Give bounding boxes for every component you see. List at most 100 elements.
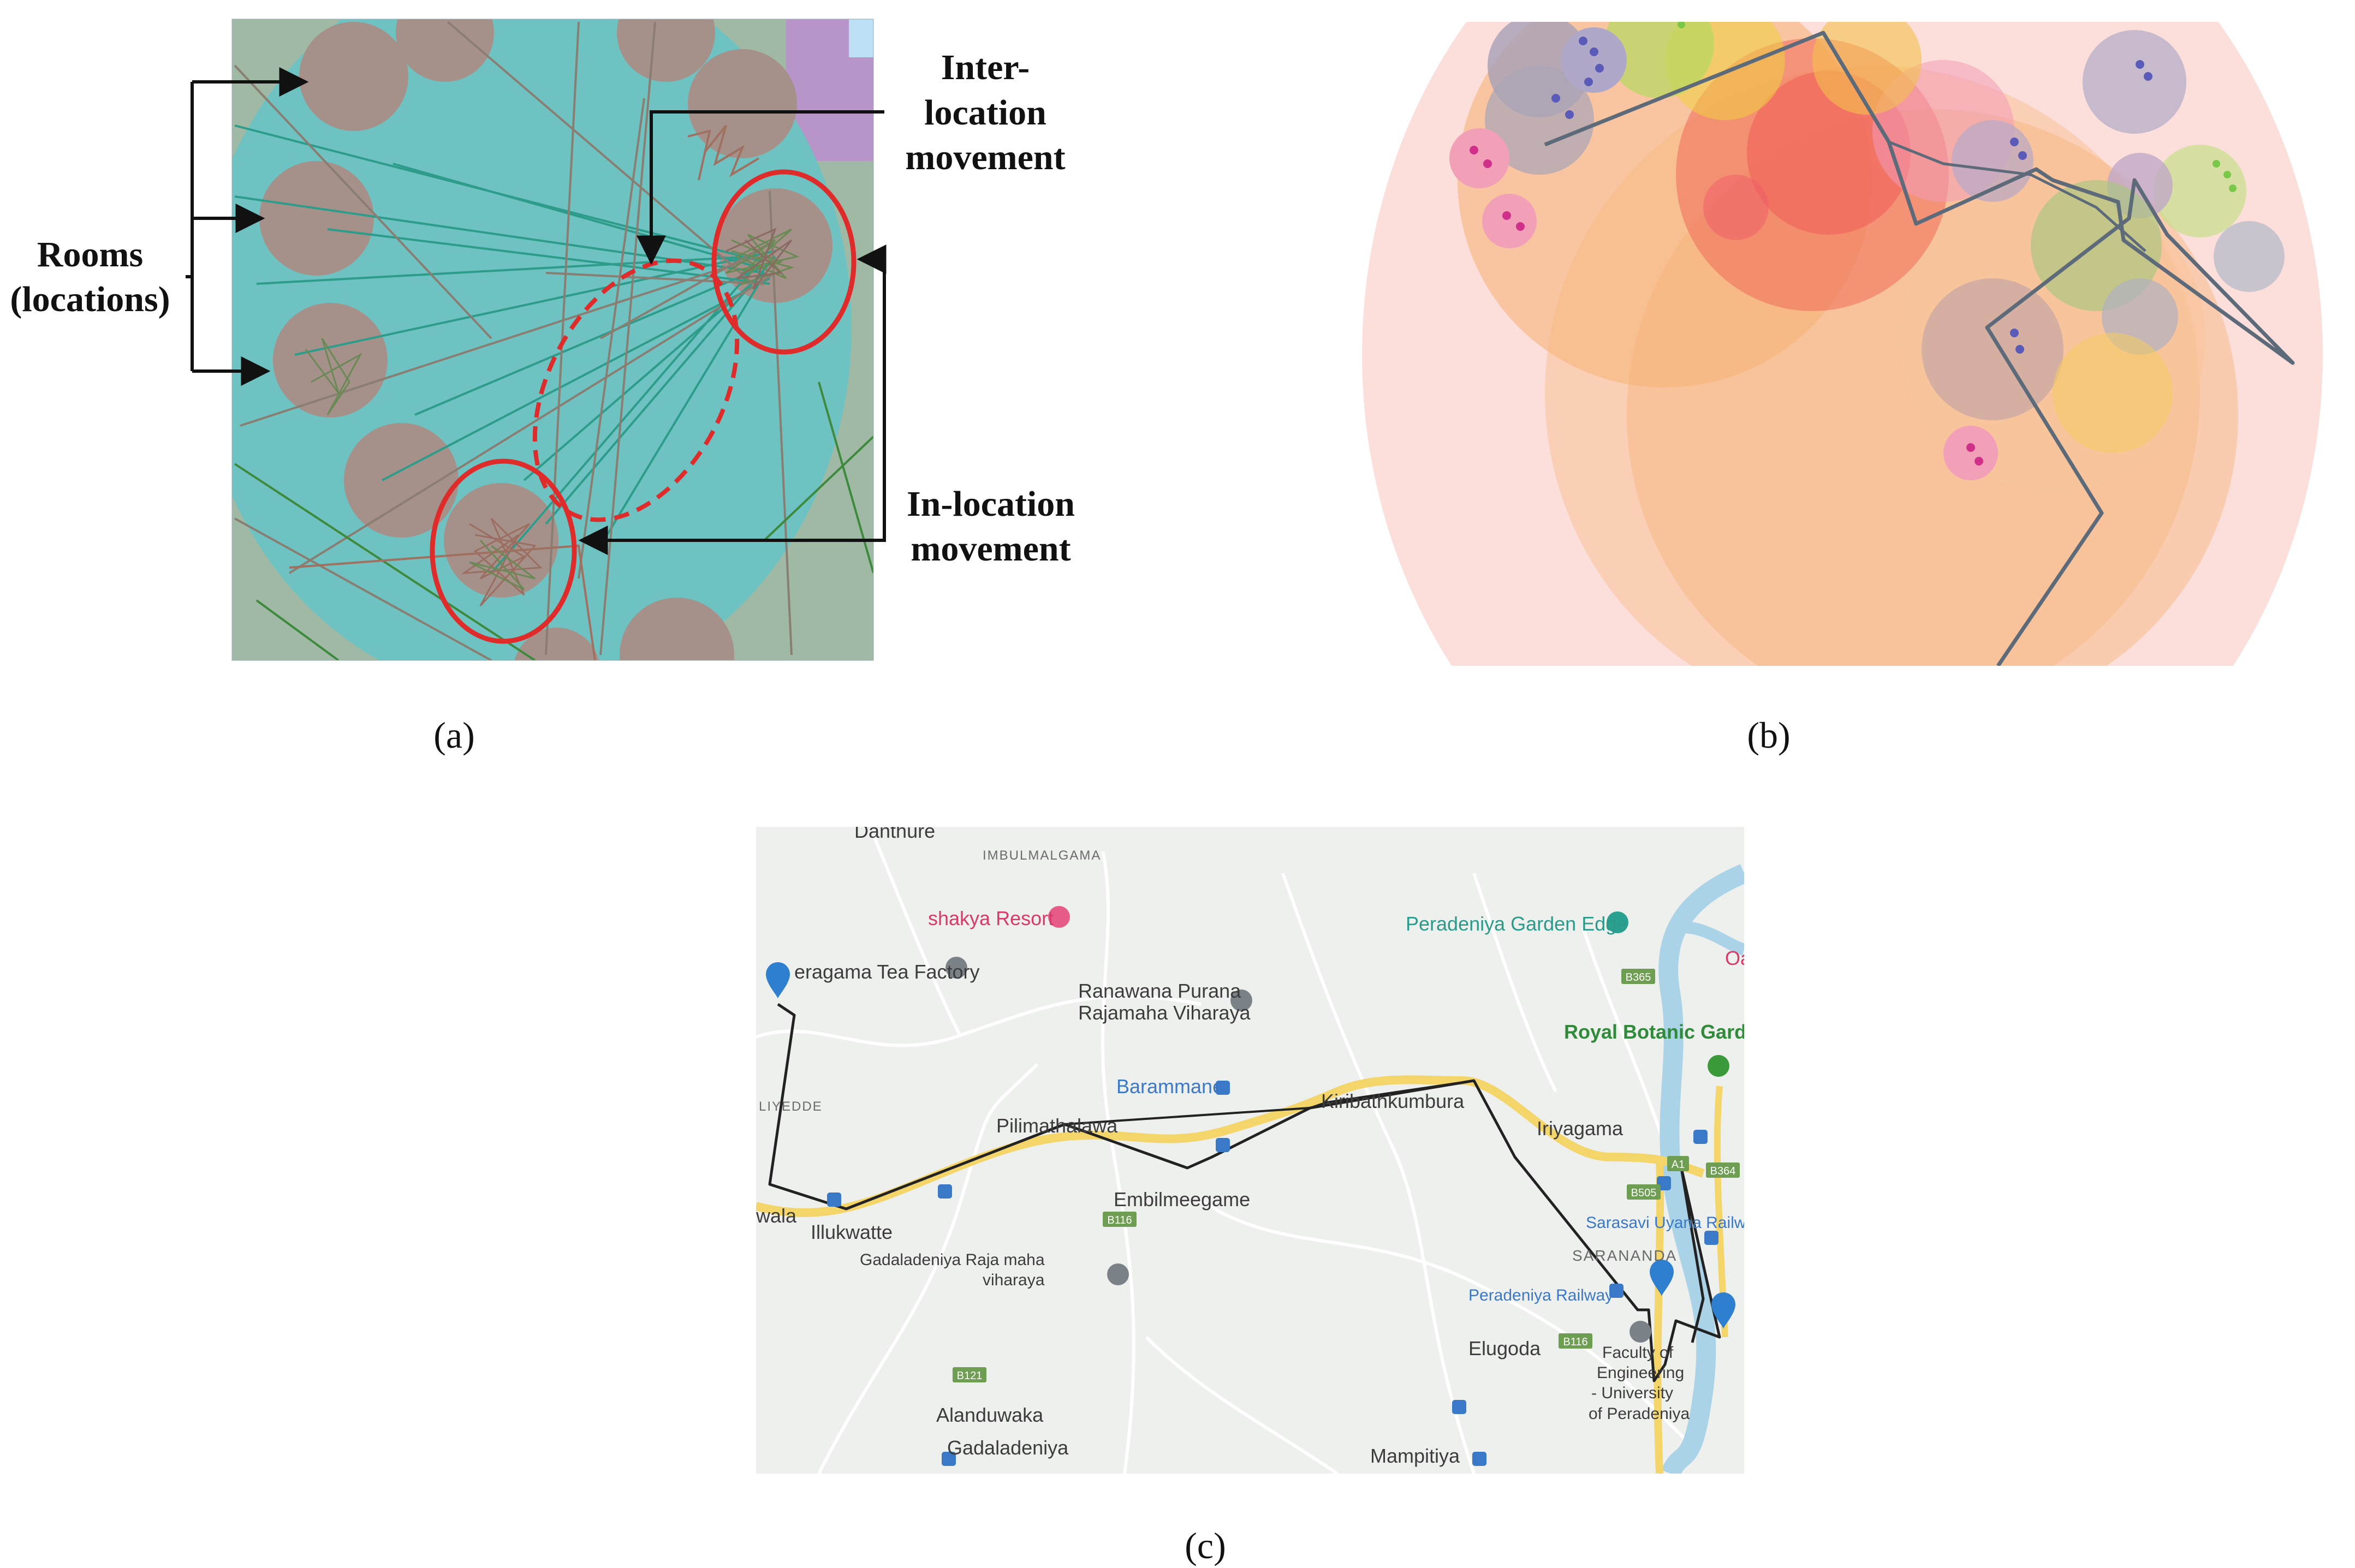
mid-bubble xyxy=(1922,278,2063,420)
in-location-highlight-top xyxy=(711,169,857,355)
dot xyxy=(1516,222,1525,231)
camera-icon[interactable] xyxy=(1607,911,1628,933)
road-tag-text: B116 xyxy=(1563,1336,1587,1348)
road-tag-b365: B365 xyxy=(1621,969,1655,984)
place-label[interactable]: Peradeniya Railway xyxy=(1468,1286,1613,1304)
bus-stop-icon[interactable] xyxy=(1472,1452,1486,1466)
panel-c: B365 A1 B364 B505 B116 B116 B121 Danthur… xyxy=(756,827,1780,1474)
map-pin[interactable] xyxy=(1711,1292,1735,1329)
movement-lines xyxy=(234,21,873,660)
place-label[interactable]: Gadaladeniya Raja maha xyxy=(860,1251,1045,1269)
place-label[interactable]: of Peradeniya xyxy=(1589,1405,1690,1423)
bus-stop-icon[interactable] xyxy=(1452,1400,1466,1414)
garden-icon[interactable] xyxy=(1708,1055,1729,1077)
place-label: Elugoda xyxy=(1468,1337,1541,1360)
dot xyxy=(2223,171,2231,178)
road-tag-b121: B121 xyxy=(953,1367,986,1382)
poi-grey-icon[interactable] xyxy=(1630,1321,1651,1343)
in-location-tangle xyxy=(305,228,800,607)
dot xyxy=(1584,77,1593,86)
road-tag-text: B364 xyxy=(1710,1165,1736,1177)
road-tag-text: A1 xyxy=(1672,1159,1685,1171)
place-label: Embilmeegame xyxy=(1114,1188,1250,1211)
place-label: LIYEDDE xyxy=(759,1099,823,1114)
trajectory-path xyxy=(1544,31,2295,666)
dot xyxy=(2018,151,2027,160)
in-label-line1: In-location xyxy=(907,484,1075,524)
place-label: Gadaladeniya xyxy=(947,1436,1069,1459)
place-label: Mampitiya xyxy=(1370,1445,1460,1467)
place-label[interactable]: Rajamaha Viharaya xyxy=(1078,1001,1251,1024)
place-label[interactable]: Sarasavi Uyana Railway xyxy=(1586,1214,1763,1232)
dot xyxy=(1590,47,1598,56)
room xyxy=(299,22,408,131)
location-pin-icon[interactable] xyxy=(766,962,790,999)
road-tag-text: B116 xyxy=(1107,1214,1132,1226)
location-pin-icon[interactable] xyxy=(1650,1260,1674,1296)
bus-stop-icon[interactable] xyxy=(1693,1130,1708,1144)
place-label[interactable]: shakya Resort xyxy=(928,907,1054,929)
trajectory-path-secondary xyxy=(1888,140,2146,252)
mid-bubble xyxy=(2214,221,2285,292)
room xyxy=(514,628,599,660)
rooms-label-line2: (locations) xyxy=(10,279,170,319)
inter-label-line1: Inter- xyxy=(941,47,1030,87)
map-pin[interactable] xyxy=(1650,1260,1674,1296)
dot xyxy=(1502,211,1511,220)
dot xyxy=(2144,72,2152,81)
poi-grey-icon[interactable] xyxy=(945,957,967,979)
place-label[interactable]: viharaya xyxy=(983,1271,1045,1289)
mid-bubble xyxy=(1485,65,1594,175)
place-label[interactable]: - University xyxy=(1591,1384,1673,1402)
bus-stop-icon[interactable] xyxy=(1216,1138,1230,1152)
place-label[interactable]: Peradeniya Garden Edge xyxy=(1406,913,1627,935)
place-label: IMBULMALGAMA xyxy=(983,848,1101,863)
road-tag-text: B121 xyxy=(957,1370,983,1382)
dot xyxy=(1470,146,1478,154)
inter-location-highlight xyxy=(532,258,740,522)
bus-stop-icon[interactable] xyxy=(938,1184,952,1199)
bus-stop-icon[interactable] xyxy=(1216,1081,1230,1095)
caption-a: (a) xyxy=(433,714,474,756)
rooms-label-line1: Rooms xyxy=(37,235,143,275)
place-label[interactable]: Barammane xyxy=(1116,1075,1223,1098)
dot xyxy=(1966,443,1975,452)
place-label[interactable]: Faculty of xyxy=(1602,1344,1674,1362)
mid-bubble xyxy=(1812,22,1922,115)
bus-stop-icon[interactable] xyxy=(827,1193,841,1207)
place-label[interactable]: eragama Tea Factory xyxy=(794,961,980,983)
mid-bubble xyxy=(2053,333,2173,453)
hotel-icon[interactable] xyxy=(1048,906,1070,928)
panel-a: Rooms (locations) Inter- location moveme… xyxy=(10,19,1075,661)
rooms-bracket xyxy=(186,67,309,386)
room xyxy=(259,161,374,276)
panel-a-frame xyxy=(231,19,874,661)
panel-a-corner-blue xyxy=(849,19,873,57)
place-label: wala xyxy=(756,1205,797,1227)
mid-bubble xyxy=(2083,30,2186,134)
place-label[interactable]: Ranawana Purana xyxy=(1078,980,1241,1002)
bus-stop-icon[interactable] xyxy=(1609,1284,1623,1298)
dot xyxy=(1551,94,1560,103)
road-tag-b364: B364 xyxy=(1706,1162,1740,1178)
place-label: Kiribathkumbura xyxy=(1321,1090,1465,1112)
temple-icon[interactable] xyxy=(1107,1263,1129,1285)
bus-stops xyxy=(827,1081,1718,1466)
place-label[interactable]: Engineering xyxy=(1597,1364,1684,1382)
highway xyxy=(1654,1156,1664,1474)
road-tag-text: B365 xyxy=(1626,971,1651,983)
map-pin[interactable] xyxy=(766,962,790,999)
green-dots xyxy=(1678,22,2237,192)
room-circles xyxy=(259,19,832,660)
dot xyxy=(2010,329,2019,337)
bus-stop-icon[interactable] xyxy=(942,1452,956,1466)
dot xyxy=(1678,22,1685,28)
temple-icon[interactable] xyxy=(1230,989,1252,1011)
dot xyxy=(1483,159,1492,168)
place-label[interactable]: Royal Botanic Gardens xyxy=(1564,1021,1780,1043)
bus-stop-icon[interactable] xyxy=(1704,1231,1718,1245)
dot xyxy=(1579,37,1587,45)
road-tag-b116b: B116 xyxy=(1559,1333,1592,1349)
location-pin-icon[interactable] xyxy=(1711,1292,1735,1329)
